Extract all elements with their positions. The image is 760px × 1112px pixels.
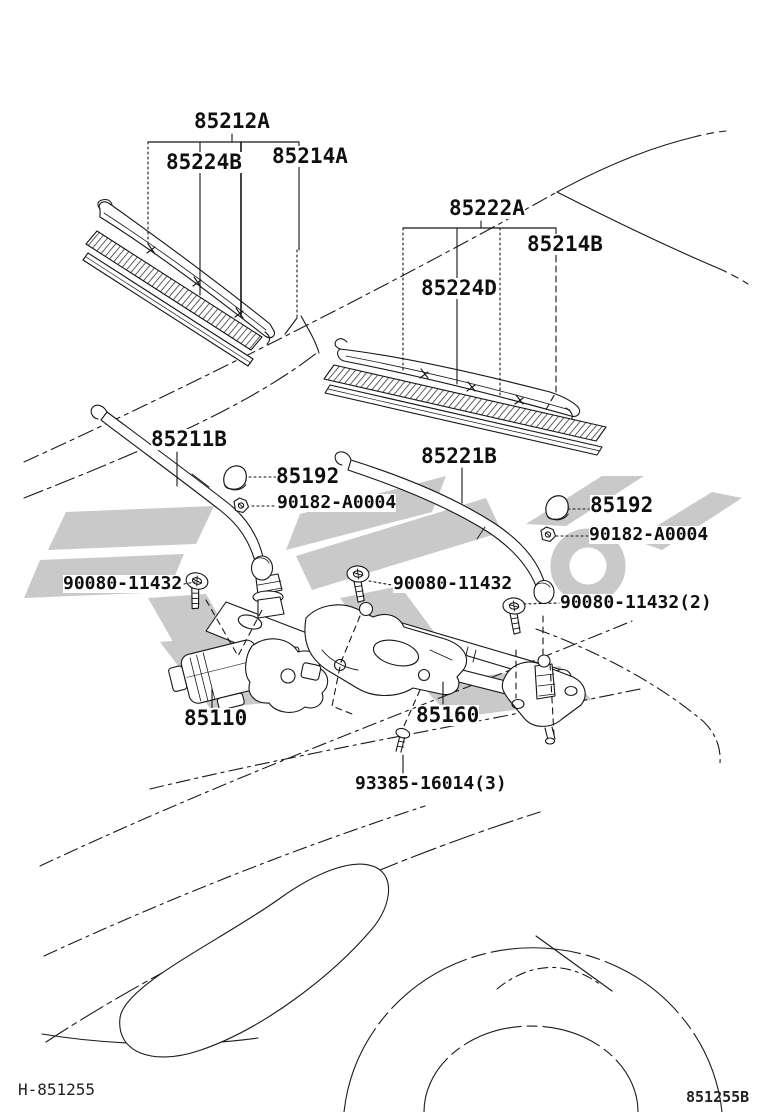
- part-label-bolt-right: 90080-11432(2): [560, 592, 712, 613]
- part-label-cap-right: 85192: [590, 493, 654, 517]
- part-label-nut-left: 90182-A0004: [277, 492, 397, 513]
- part-label-blade-left-clip: 85214A: [272, 144, 348, 168]
- fastener-icons: [179, 464, 572, 753]
- part-label-cap-left: 85192: [276, 464, 340, 488]
- part-label-arm-right: 85221B: [421, 444, 497, 468]
- wiper-blade-right-drawing: [323, 338, 607, 456]
- arm-nut-left-icon: [233, 497, 250, 514]
- part-label-blade-right-clip: 85214B: [527, 232, 603, 256]
- wiper-arm-left-drawing: [90, 404, 274, 581]
- part-label-blade-left-assembly: 85212A: [194, 109, 270, 133]
- part-label-link-assembly: 85160: [416, 703, 480, 727]
- part-label-blade-left-rubber: 85224B: [166, 150, 242, 174]
- car-body-outline: [23, 130, 749, 1112]
- part-label-motor: 85110: [184, 706, 248, 730]
- part-label-blade-right-assembly: 85222A: [449, 196, 525, 220]
- wiper-arm-right-drawing: [334, 451, 555, 605]
- wiper-blade-left-drawing: [82, 198, 275, 367]
- wiper-link-assembly-drawing: [168, 573, 586, 745]
- part-label-bolt-left: 90080-11432: [63, 573, 183, 594]
- wiper-motor-drawing: [168, 638, 329, 713]
- bolt-right-icon: [500, 596, 527, 636]
- part-label-clip-bolt: 93385-16014(3): [355, 773, 507, 794]
- leader-lines: [147, 133, 590, 774]
- part-label-bolt-middle: 90080-11432: [393, 573, 513, 594]
- arm-nut-right-icon: [540, 526, 557, 543]
- part-label-nut-right: 90182-A0004: [589, 524, 709, 545]
- drawing-code: H-851255: [18, 1080, 96, 1099]
- part-label-arm-left: 85211B: [151, 427, 227, 451]
- figure-code: 851255B: [686, 1088, 750, 1106]
- clip-bolt-icon: [395, 727, 411, 753]
- part-label-blade-right-rubber: 85224D: [421, 276, 497, 300]
- arm-cap-left-icon: [221, 464, 249, 492]
